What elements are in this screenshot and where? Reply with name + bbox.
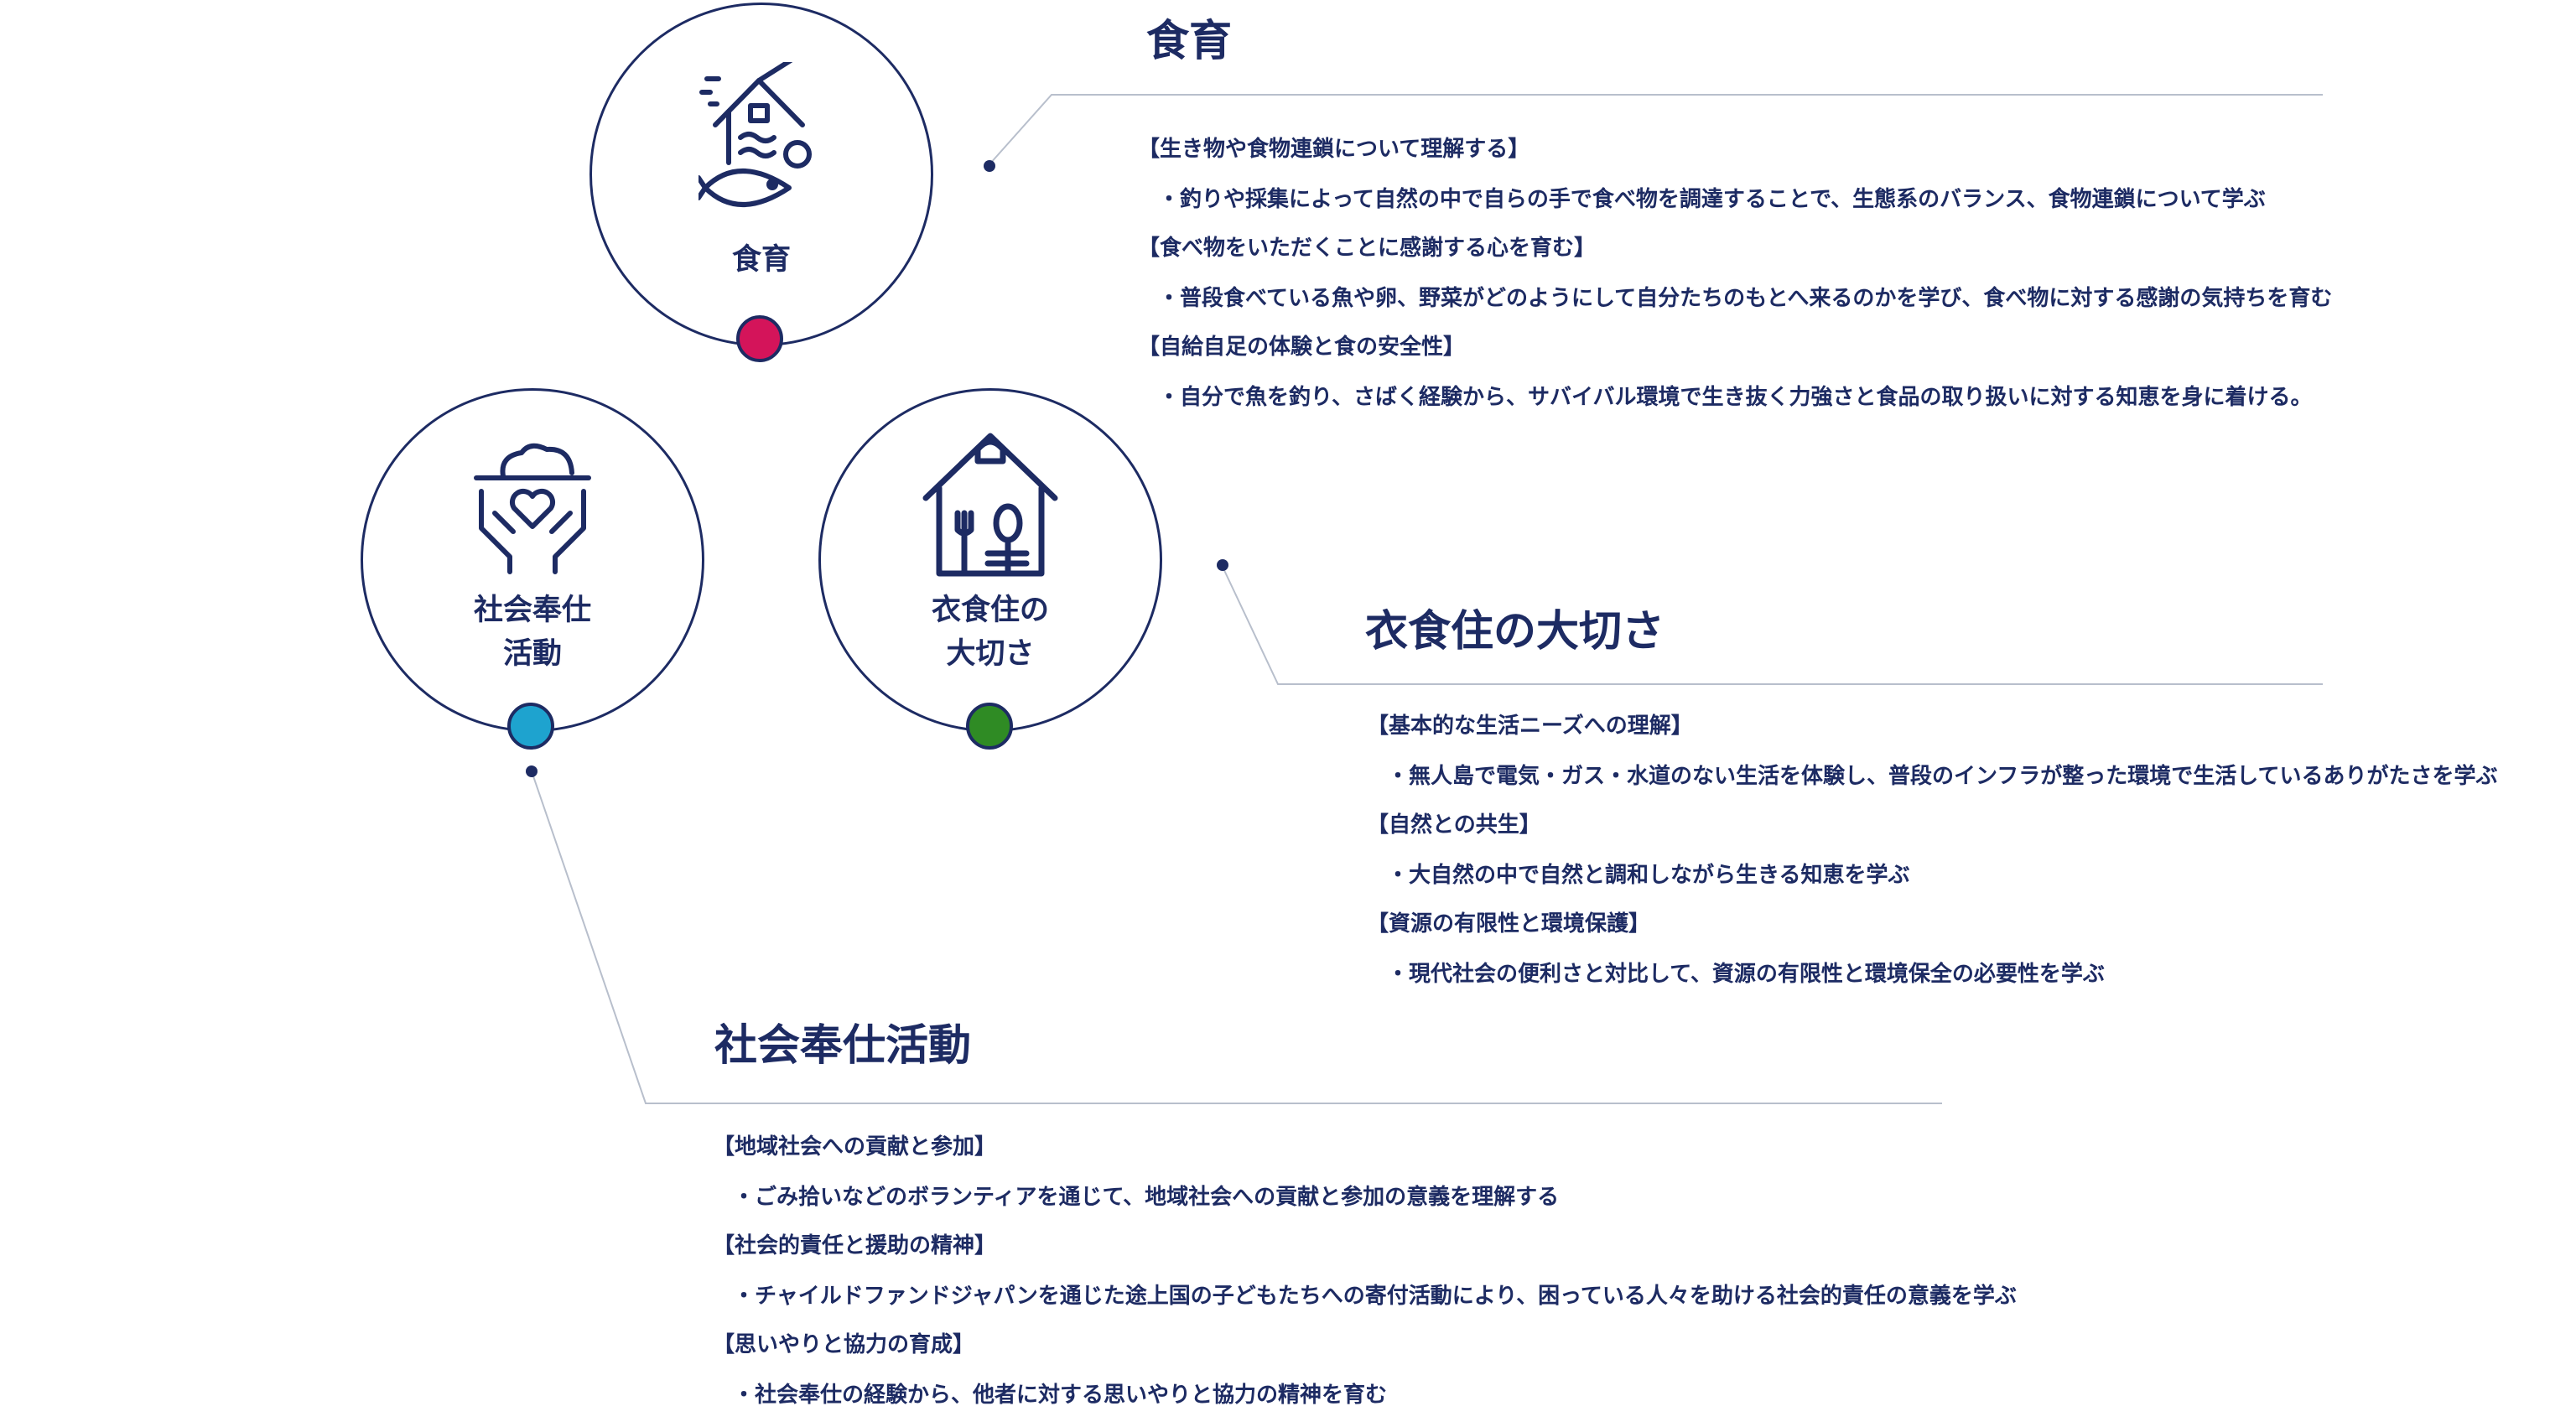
shokuiku-section-body: 【生き物や食物連鎖について理解する】 ・釣りや採集によって自然の中で自らの手で食…: [1138, 132, 2332, 429]
shakai-heading-3: 【思いやりと協力の育成】: [713, 1332, 975, 1357]
shakai-circle-label: 社会奉仕 活動: [363, 589, 702, 676]
shokuiku-connector-dot: [984, 160, 995, 172]
shakai-circle-label-line2: 活動: [502, 637, 562, 671]
shakai-connector: [531, 771, 1942, 1104]
ishokuju-color-dot: [966, 703, 1013, 750]
shakai-detail-2: ・チャイルドファンドジャパンを通じた途上国の子どもたちへの寄付活動により、困って…: [733, 1284, 2017, 1309]
shakai-detail-1: ・ごみ拾いなどのボランティアを通じて、地域社会への貢献と参加の意義を理解する: [733, 1185, 1560, 1210]
ishokuju-section-title: 衣食住の大切さ: [1365, 607, 1665, 656]
shokuiku-section-title: 食育: [1146, 17, 1233, 66]
ishokuju-circle-label: 衣食住の 大切さ: [821, 589, 1160, 676]
shakai-circle: 社会奉仕 活動: [361, 388, 704, 732]
ishokuju-section-body: 【基本的な生活ニーズへの理解】 ・無人島で電気・ガス・水道のない生活を体験し、普…: [1367, 709, 2497, 1006]
shakai-section-title: 社会奉仕活動: [714, 1021, 972, 1071]
ishokuju-circle: 衣食住の 大切さ: [818, 388, 1162, 732]
house-cutlery-icon: [919, 429, 1062, 584]
shokuiku-detail-1: ・釣りや採集によって自然の中で自らの手で食べ物を調達することで、生態系のバランス…: [1158, 187, 2266, 212]
shokuiku-heading-2: 【食べ物をいただくことに感謝する心を育む】: [1138, 236, 1597, 261]
ishokuju-circle-label-line1: 衣食住の: [931, 594, 1049, 627]
ishokuju-circle-label-line2: 大切さ: [946, 637, 1035, 671]
ishokuju-detail-3: ・現代社会の便利さと対比して、資源の有限性と環境保全の必要性を学ぶ: [1387, 962, 2105, 987]
connector-lines: [526, 94, 2323, 1104]
ishokuju-heading-3: 【資源の有限性と環境保護】: [1367, 911, 1651, 937]
shakai-detail-3: ・社会奉仕の経験から、他者に対する思いやりと協力の精神を育む: [733, 1383, 1388, 1408]
shokuiku-heading-1: 【生き物や食物連鎖について理解する】: [1138, 137, 1530, 162]
shakai-circle-label-line1: 社会奉仕: [473, 594, 591, 627]
shokuiku-circle-label: 食育: [731, 243, 791, 277]
shokuiku-detail-2: ・普段食べている魚や卵、野菜がどのようにして自分たちのもとへ来るのかを学び、食べ…: [1158, 286, 2333, 311]
ishokuju-connector: [1222, 566, 2323, 685]
shakai-color-dot: [507, 703, 554, 750]
house-fish-icon: [696, 58, 824, 216]
shakai-heading-1: 【地域社会への貢献と参加】: [713, 1134, 997, 1160]
shokuiku-color-dot: [736, 315, 783, 362]
shakai-connector-dot: [526, 765, 538, 777]
shokuiku-detail-3: ・自分で魚を釣り、さばく経験から、サバイバル環境で生き抜く力強さと食品の取り扱い…: [1158, 385, 2313, 410]
shokuiku-circle: 食育: [589, 3, 933, 346]
shokuiku-connector: [989, 94, 2323, 165]
shakai-section-body: 【地域社会への貢献と参加】 ・ごみ拾いなどのボランティアを通じて、地域社会への貢…: [713, 1130, 2017, 1427]
ishokuju-heading-1: 【基本的な生活ニーズへの理解】: [1367, 714, 1693, 739]
ishokuju-connector-dot: [1217, 559, 1228, 571]
ishokuju-detail-1: ・無人島で電気・ガス・水道のない生活を体験し、普段のインフラが整った環境で生活し…: [1387, 764, 2498, 789]
ishokuju-heading-2: 【自然との共生】: [1367, 812, 1541, 838]
ishokuju-detail-2: ・大自然の中で自然と調和しながら生きる知恵を学ぶ: [1387, 863, 1910, 888]
shokuiku-heading-3: 【自給自足の体験と食の安全性】: [1138, 335, 1466, 360]
shakai-heading-2: 【社会的責任と援助の精神】: [713, 1233, 997, 1258]
hands-heart-icon: [470, 443, 595, 580]
